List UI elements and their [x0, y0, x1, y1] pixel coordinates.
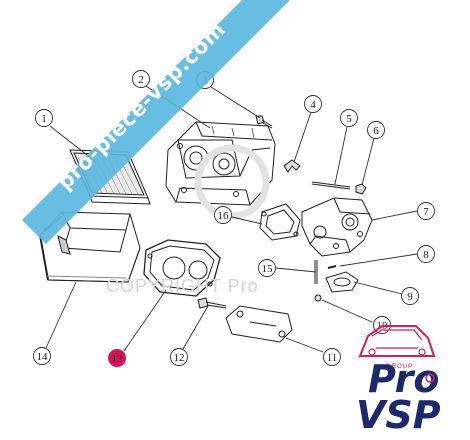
plate-11: [225, 305, 293, 343]
leader-14: [45, 281, 77, 349]
callout-4: 4: [304, 95, 322, 113]
callout-2: 2: [132, 70, 150, 88]
air-filter-box: [39, 211, 141, 283]
clip-4: [283, 159, 301, 173]
callout-circle-13: [108, 349, 126, 367]
callout-number-8: 8: [423, 249, 429, 261]
callout-circle-7: [417, 202, 435, 220]
callout-circle-16: [214, 206, 232, 224]
leader-3: [210, 86, 261, 119]
washer-10: [314, 294, 322, 302]
callout-circle-4: [304, 95, 322, 113]
callout-number-5: 5: [346, 113, 352, 125]
logo-group-text: GROUP: [386, 364, 413, 370]
callout-7: 7: [417, 202, 435, 220]
part-drawings: [39, 115, 373, 343]
callout-8: 8: [417, 245, 435, 263]
callout-circle-5: [340, 109, 358, 127]
leader-12: [182, 305, 209, 350]
intake-housing: [165, 121, 276, 206]
flange-gasket-9: [325, 271, 359, 293]
callout-circle-1: [35, 109, 53, 127]
callout-number-1: 1: [41, 113, 47, 125]
leader-10: [321, 299, 373, 323]
callout-number-16: 16: [218, 210, 230, 222]
leader-8: [339, 253, 418, 267]
car-silhouette-icon: [358, 325, 436, 357]
callout-15: 15: [258, 259, 276, 277]
leader-5: [334, 126, 348, 185]
gasket-13: [143, 239, 221, 297]
callout-5: 5: [340, 109, 358, 127]
callout-11: 11: [323, 348, 341, 366]
callout-circle-6: [367, 121, 385, 139]
logo-pro-text: Pro: [368, 357, 440, 401]
screw-3: [255, 115, 273, 129]
callout-number-12: 12: [174, 352, 185, 364]
leader-13: [123, 289, 167, 352]
callout-14: 14: [33, 347, 51, 365]
banner-band: [22, 0, 290, 244]
callout-circle-14: [33, 347, 51, 365]
leader-4: [293, 111, 312, 163]
callout-number-7: 7: [423, 206, 429, 218]
bolt-12: [197, 297, 227, 309]
callout-12: 12: [170, 348, 188, 366]
watermark-group: COPYRIGHT Pro: [106, 144, 270, 296]
logo-dot-icon: [425, 373, 435, 383]
logo-vsp-text: VSP: [356, 393, 441, 437]
callout-6: 6: [367, 121, 385, 139]
provsp-logo: GROUP Pro VSP: [356, 325, 441, 437]
callout-number-13: 13: [112, 353, 124, 365]
callout-circle-12: [170, 348, 188, 366]
intake-manifold: [301, 197, 373, 257]
leader-9: [353, 281, 403, 295]
callout-circle-8: [417, 245, 435, 263]
callout-16: 16: [214, 206, 232, 224]
pin-8: [327, 265, 337, 269]
copyright-watermark-text: COPYRIGHT Pro: [106, 276, 259, 296]
callout-13: 13: [108, 349, 126, 367]
callout-number-11: 11: [327, 352, 338, 364]
callout-number-15: 15: [262, 263, 274, 275]
leader-15: [275, 267, 317, 273]
callout-9: 9: [401, 287, 419, 305]
callout-number-9: 9: [407, 291, 413, 303]
callout-number-14: 14: [37, 351, 49, 363]
gasket-16: [259, 203, 301, 241]
leader-11: [285, 337, 324, 353]
leader-16: [231, 216, 263, 225]
callout-circle-15: [258, 259, 276, 277]
callout-circle-2: [132, 70, 150, 88]
callout-circle-9: [401, 287, 419, 305]
nut-6: [355, 183, 367, 195]
leader-7: [371, 210, 418, 221]
callout-number-6: 6: [373, 125, 379, 137]
copyright-watermark-circle: [194, 144, 270, 220]
stud-5: [311, 181, 351, 190]
callout-1: 1: [35, 109, 53, 127]
callout-circle-11: [323, 348, 341, 366]
callout-number-4: 4: [310, 99, 316, 111]
leader-6: [361, 137, 375, 186]
callout-number-2: 2: [138, 74, 144, 86]
